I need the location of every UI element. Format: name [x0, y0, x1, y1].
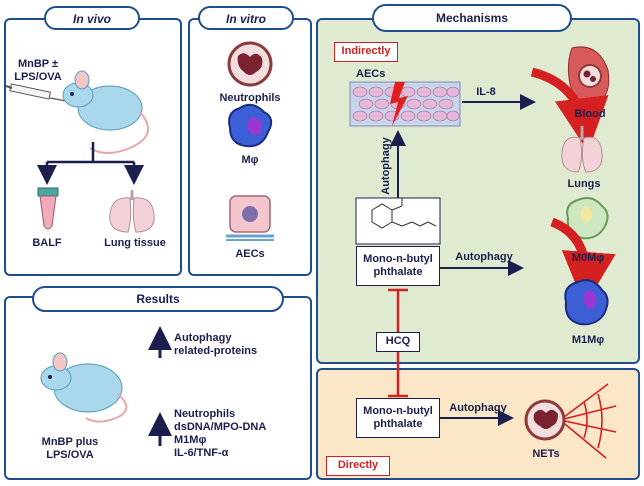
mech-aecs-label: AECs [356, 68, 386, 80]
aecs-label: AECs [235, 248, 265, 260]
mechanisms-title: Mechanisms [372, 4, 572, 32]
polarization-arrow [550, 217, 616, 306]
m1-label: M1Mφ [571, 334, 605, 346]
aec-epithelium-icon [349, 81, 461, 127]
hcq-inhibition-markers [388, 288, 408, 398]
balf-tube-icon [37, 187, 59, 230]
treatment-label: MnBP ±LPS/OVA [14, 58, 62, 83]
results-title: Results [32, 286, 284, 312]
directly-label: Directly [326, 456, 390, 476]
m0-macrophage-icon [566, 197, 609, 240]
results-mouse-icon [40, 352, 128, 423]
mnbp-structure-icon [371, 198, 437, 229]
m0-label: M0Mφ [571, 252, 605, 264]
autophagy-vertical-label: Autophagy [380, 137, 392, 195]
in-vivo-branch-arrows [37, 142, 144, 185]
autophagy-direct-label: Autophagy [449, 402, 507, 414]
lungs-label: Lungs [567, 178, 601, 190]
syringe-icon [5, 83, 67, 102]
mouse-icon [62, 70, 149, 154]
blood-vessel-icon [567, 46, 610, 106]
neutrophils-label: Neutrophils [219, 92, 281, 104]
balf-label: BALF [32, 237, 62, 249]
aec-cell-icon [226, 195, 274, 241]
lungs-icon [561, 126, 603, 173]
nets-label: NETs [532, 448, 560, 460]
lung-tissue-icon [109, 190, 155, 233]
indirectly-label: Indirectly [334, 42, 398, 62]
neutrophil-icon [227, 41, 273, 87]
lung-tissue-label: Lung tissue [104, 237, 166, 249]
il8-label: IL-8 [476, 86, 496, 98]
in-vitro-title: In vitro [198, 6, 294, 30]
nets-icon [524, 383, 617, 459]
blood-label: Blood [574, 108, 606, 120]
hcq-box: HCQ [376, 332, 420, 352]
autophagy-right-label: Autophagy [455, 251, 513, 263]
migration-arrow-lungs [530, 67, 609, 152]
macrophage-icon [228, 103, 273, 148]
in-vivo-title: In vivo [44, 6, 140, 30]
m1-macrophage-icon [564, 279, 609, 326]
macrophage-label: Mφ [241, 154, 259, 166]
